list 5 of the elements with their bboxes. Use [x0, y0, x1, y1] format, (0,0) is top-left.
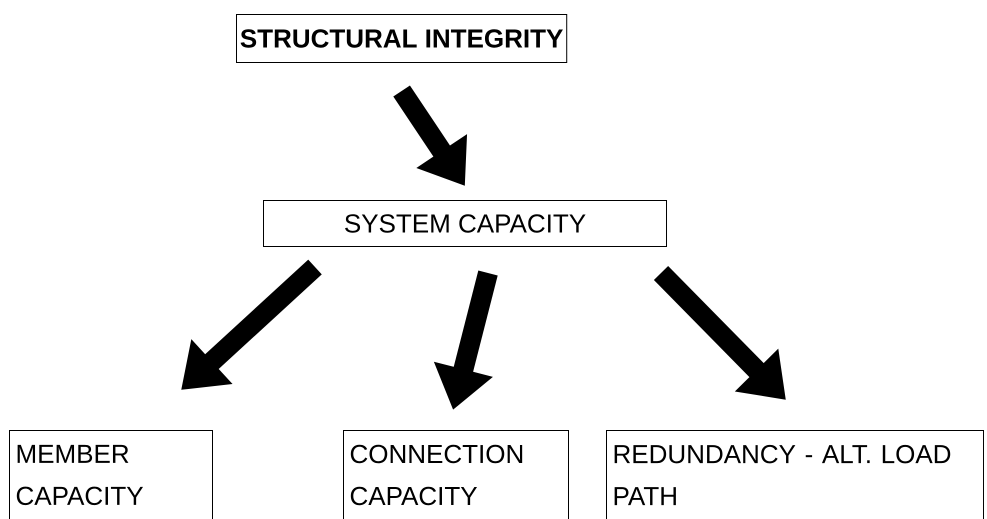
process-box: SYSTEM CAPACITY [263, 200, 667, 247]
process-box: REDUNDANCY - ALT. LOAD PATH [606, 430, 984, 519]
process-box: MEMBER CAPACITY [9, 430, 213, 519]
title-box: STRUCTURAL INTEGRITY [236, 14, 568, 63]
process-box: CONNECTION CAPACITY [343, 430, 569, 519]
